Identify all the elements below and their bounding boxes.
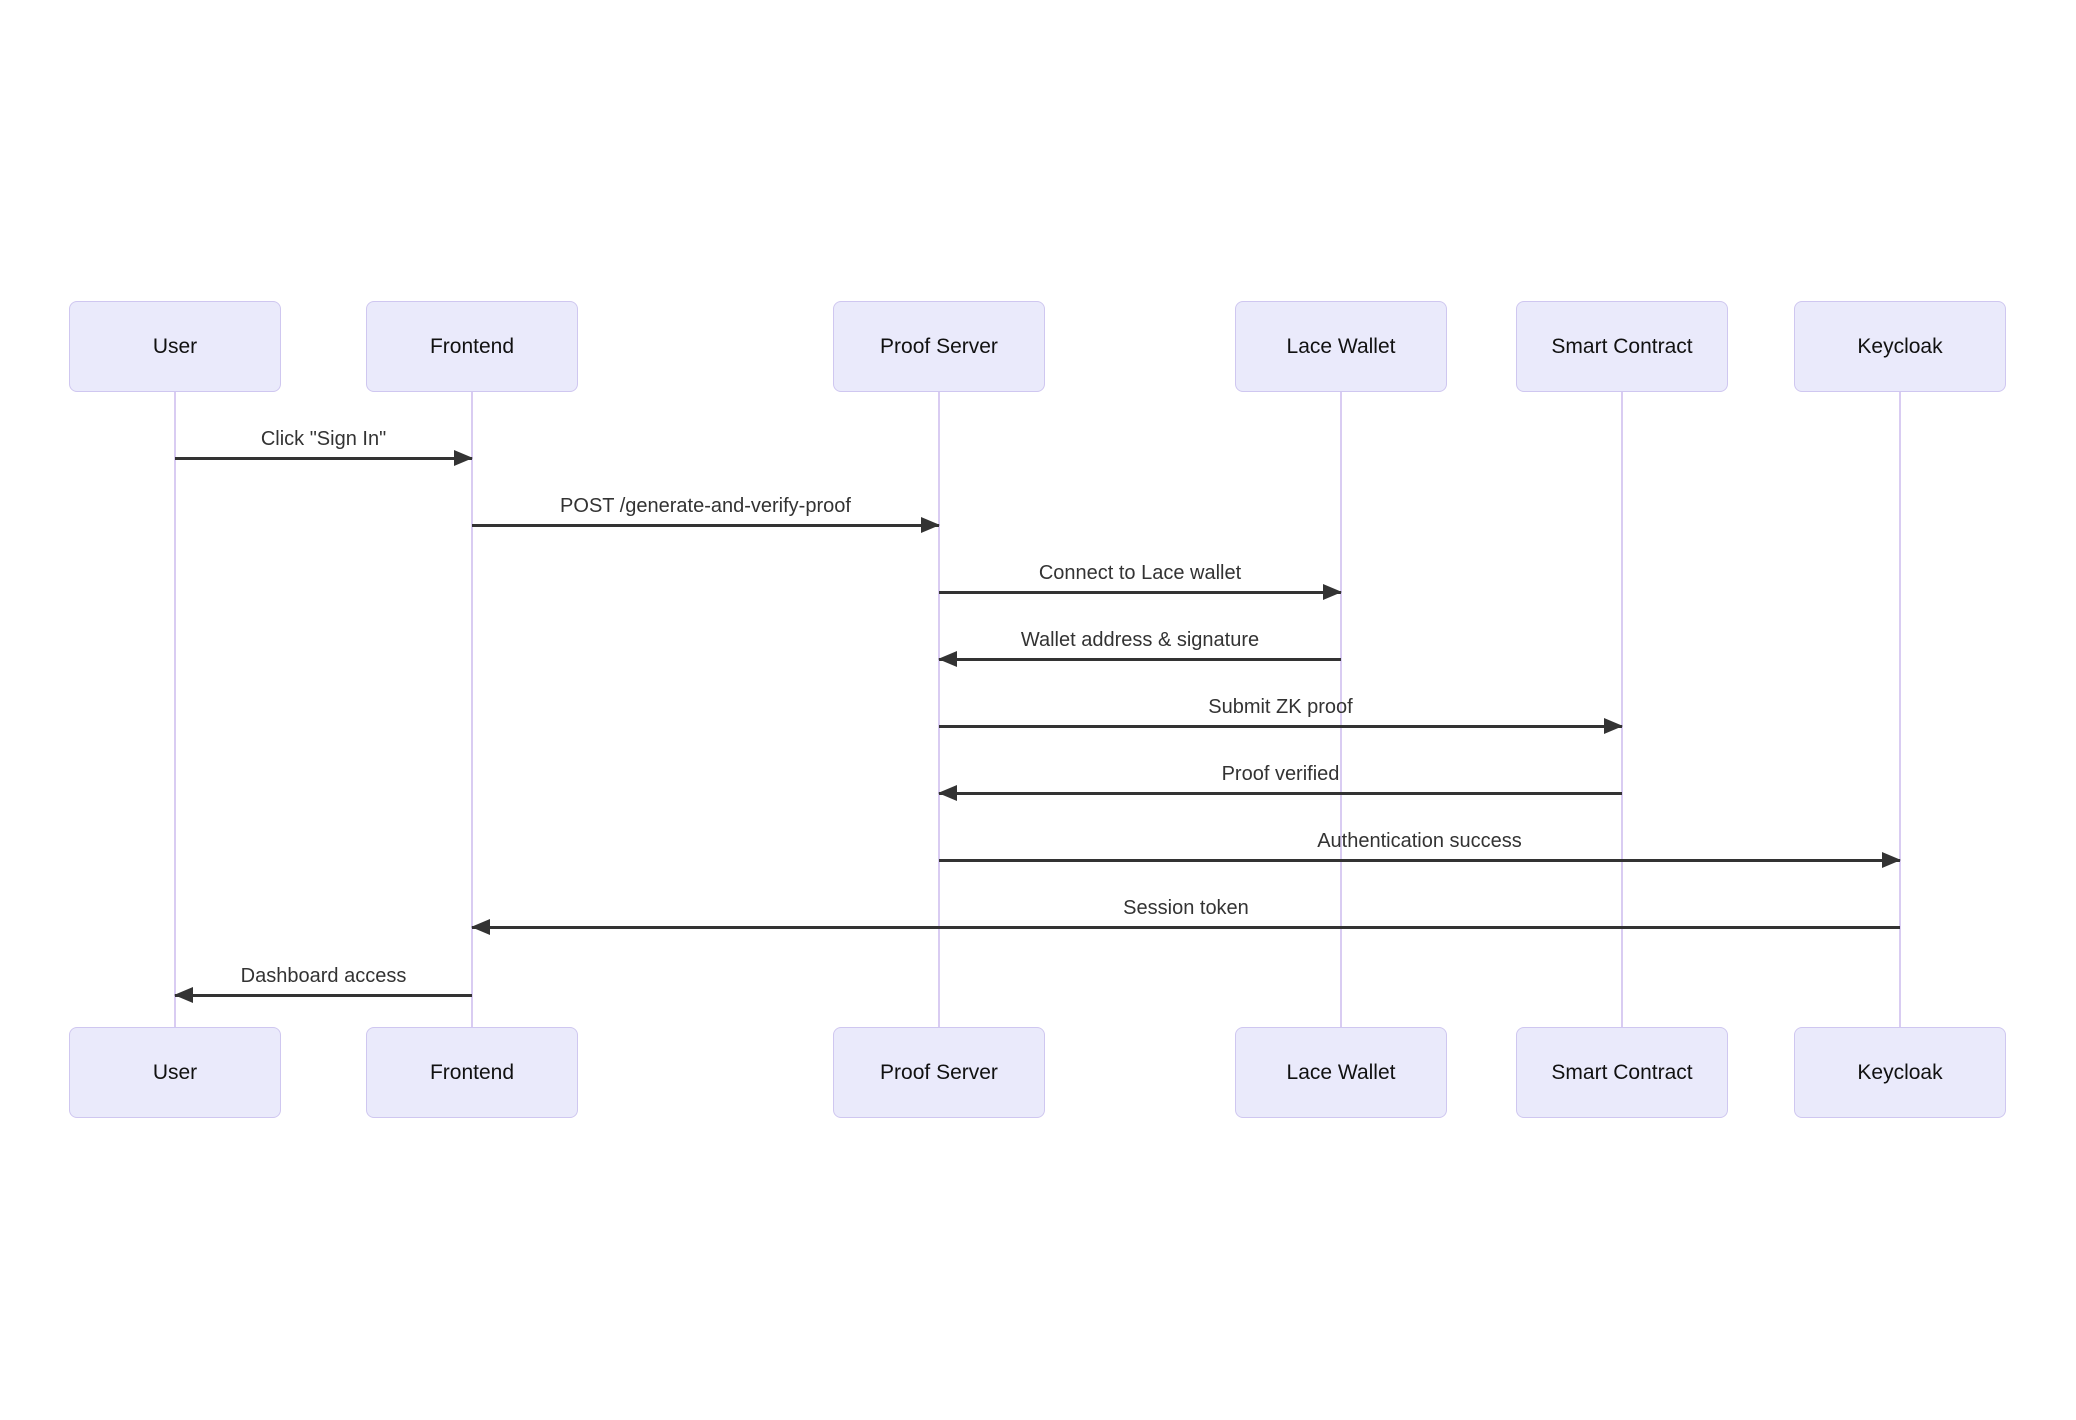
- actor-label: Smart Contract: [1551, 334, 1693, 358]
- actor-label: Smart Contract: [1551, 1060, 1693, 1084]
- actor-label: Frontend: [429, 334, 515, 358]
- message-arrow: [938, 651, 1341, 667]
- actor-label: Proof Server: [880, 334, 998, 358]
- lifeline-lace-wallet: [1340, 392, 1342, 1028]
- actor-frontend-bottom: Frontend: [366, 1027, 578, 1118]
- message-arrow: [938, 785, 1622, 801]
- actor-user-top: User: [69, 301, 281, 392]
- message-label: Wallet address & signature: [1020, 629, 1260, 651]
- message-session-token: Session token: [471, 895, 1900, 935]
- message-label: POST /generate-and-verify-proof: [560, 495, 851, 517]
- actor-keycloak-bottom: Keycloak: [1794, 1027, 2006, 1118]
- message-dashboard-access: Dashboard access: [174, 963, 472, 1003]
- message-post-generate-verify-proof: POST /generate-and-verify-proof: [472, 493, 940, 533]
- actor-user-bottom: User: [69, 1027, 281, 1118]
- actor-label: Frontend: [429, 1060, 515, 1084]
- message-label: Authentication success: [1317, 830, 1522, 852]
- actor-frontend-top: Frontend: [366, 301, 578, 392]
- message-label: Click "Sign In": [260, 428, 387, 450]
- actor-proof-server-top: Proof Server: [833, 301, 1045, 392]
- actor-label: User: [152, 1060, 198, 1084]
- message-connect-lace-wallet: Connect to Lace wallet: [939, 560, 1342, 600]
- lifeline-keycloak: [1899, 392, 1901, 1028]
- lifeline-user: [174, 392, 176, 1028]
- actor-label: Lace Wallet: [1286, 334, 1396, 358]
- actor-lace-wallet-top: Lace Wallet: [1235, 301, 1447, 392]
- message-arrow: [472, 517, 940, 533]
- lifeline-smart-contract: [1621, 392, 1623, 1028]
- lifeline-frontend: [471, 392, 473, 1028]
- actor-smart-contract-top: Smart Contract: [1516, 301, 1728, 392]
- message-arrow: [471, 919, 1900, 935]
- message-label: Connect to Lace wallet: [1038, 562, 1242, 584]
- actor-label: Keycloak: [1857, 334, 1943, 358]
- actor-keycloak-top: Keycloak: [1794, 301, 2006, 392]
- message-label: Session token: [1123, 897, 1249, 919]
- message-click-sign-in: Click "Sign In": [175, 426, 473, 466]
- message-wallet-address-signature: Wallet address & signature: [938, 627, 1341, 667]
- actor-label: Proof Server: [880, 1060, 998, 1084]
- message-arrow: [939, 718, 1623, 734]
- message-arrow: [175, 450, 473, 466]
- message-arrow: [939, 584, 1342, 600]
- actor-label: User: [152, 334, 198, 358]
- message-authentication-success: Authentication success: [939, 828, 1901, 868]
- actor-label: Keycloak: [1857, 1060, 1943, 1084]
- message-proof-verified: Proof verified: [938, 761, 1622, 801]
- message-arrow: [939, 852, 1901, 868]
- message-label: Submit ZK proof: [1208, 696, 1353, 718]
- message-arrow: [174, 987, 472, 1003]
- message-label: Proof verified: [1221, 763, 1340, 785]
- message-submit-zk-proof: Submit ZK proof: [939, 694, 1623, 734]
- message-label: Dashboard access: [240, 965, 407, 987]
- actor-label: Lace Wallet: [1286, 1060, 1396, 1084]
- actor-lace-wallet-bottom: Lace Wallet: [1235, 1027, 1447, 1118]
- actor-proof-server-bottom: Proof Server: [833, 1027, 1045, 1118]
- actor-smart-contract-bottom: Smart Contract: [1516, 1027, 1728, 1118]
- lifeline-proof-server: [938, 392, 940, 1028]
